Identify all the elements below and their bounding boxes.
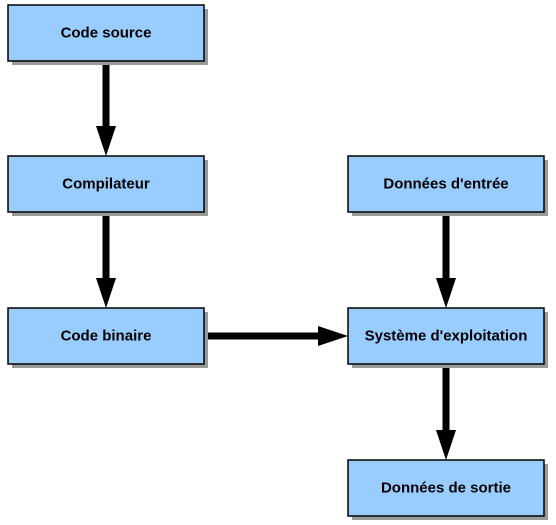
edge-donnees-entree-to-systeme-exploitation [436, 212, 456, 308]
arrowhead-icon [318, 326, 348, 346]
arrowhead-icon [436, 430, 456, 460]
node-label-systeme-exploitation: Système d'exploitation [365, 328, 528, 345]
arrowhead-icon [436, 278, 456, 308]
node-donnees-sortie: Données de sortie [347, 459, 548, 520]
node-box [7, 307, 205, 365]
node-label-code-binaire: Code binaire [61, 328, 152, 345]
edge-code-binaire-to-systeme-exploitation [204, 326, 348, 346]
node-systeme-exploitation: Système d'exploitation [347, 307, 548, 368]
node-label-compilateur: Compilateur [62, 176, 150, 193]
node-box [7, 4, 205, 62]
arrowhead-icon [96, 278, 116, 308]
node-code-source: Code source [7, 4, 208, 65]
edges-layer [96, 61, 456, 460]
node-box [347, 155, 545, 213]
node-box [347, 459, 545, 517]
node-label-donnees-sortie: Données de sortie [381, 480, 511, 497]
node-compilateur: Compilateur [7, 155, 208, 216]
node-box [7, 155, 205, 213]
edge-compilateur-to-code-binaire [96, 212, 116, 308]
node-box [347, 307, 545, 365]
node-code-binaire: Code binaire [7, 307, 208, 368]
edge-systeme-exploitation-to-donnees-sortie [436, 364, 456, 460]
edge-code-source-to-compilateur [96, 61, 116, 156]
node-donnees-entree: Données d'entrée [347, 155, 548, 216]
node-label-donnees-entree: Données d'entrée [383, 176, 508, 193]
node-label-code-source: Code source [61, 25, 152, 42]
arrowhead-icon [96, 126, 116, 156]
